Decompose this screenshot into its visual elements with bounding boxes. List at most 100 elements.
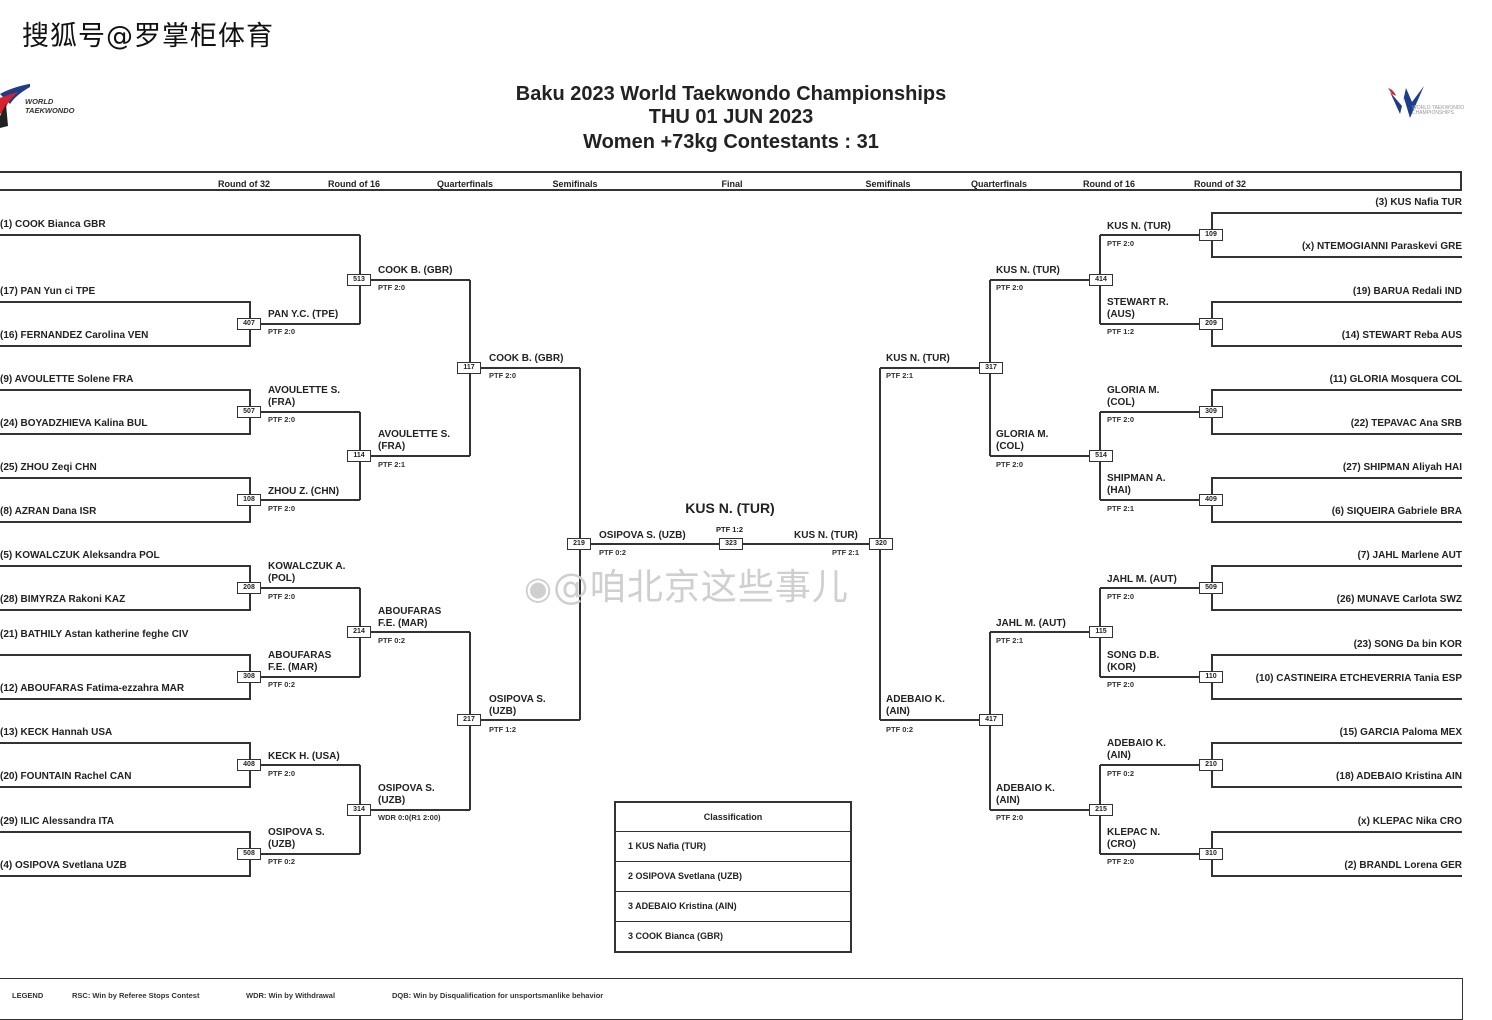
athlete-left: (24) BOYADZHIEVA Kalina BUL [0, 418, 148, 429]
athlete-right: (18) ADEBAIO Kristina AIN [1336, 771, 1462, 782]
match-number: 108 [237, 494, 261, 506]
athlete-left: (29) ILIC Alessandra ITA [0, 816, 114, 827]
match-score: PTF 2:0 [268, 415, 296, 424]
match-score: PTF 2:0 [268, 504, 296, 513]
match-number: 514 [1089, 450, 1113, 462]
event-category: Women +73kg Contestants : 31 [583, 131, 879, 153]
match-number: 110 [1199, 671, 1223, 683]
winner-name: KOWALCZUK A. (POL) [268, 561, 346, 584]
round-label: Round of 16 [328, 179, 380, 189]
round-label: Semifinals [865, 179, 911, 189]
legend-box: LEGEND RSC: Win by Referee Stops Contest… [0, 978, 1463, 1020]
finalist-right: KUS N. (TUR) [794, 530, 858, 541]
match-number: 219 [567, 538, 591, 550]
legend-item: RSC: Win by Referee Stops Contest [72, 991, 200, 1000]
legend-title: LEGEND [12, 991, 44, 1000]
classification-row: 2 OSIPOVA Svetlana (UZB) [616, 862, 850, 892]
winner-name: OSIPOVA S. (UZB) [378, 783, 435, 806]
event-title: Baku 2023 World Taekwondo Championships [515, 83, 947, 105]
weibo-icon: ◉ [524, 569, 553, 607]
match-score: PTF 2:0 [268, 327, 296, 336]
final-score: PTF 1:2 [716, 525, 744, 534]
match-number: 317 [979, 362, 1003, 374]
match-score: PTF 0:2 [378, 636, 406, 645]
match-score: PTF 1:2 [1107, 327, 1135, 336]
match-score: PTF 2:0 [378, 283, 406, 292]
match-score: PTF 2:1 [996, 636, 1024, 645]
match-number: 109 [1199, 229, 1223, 241]
athlete-right: (15) GARCIA Paloma MEX [1339, 727, 1462, 738]
match-number: 308 [237, 671, 261, 683]
match-number: 309 [1199, 406, 1223, 418]
match-score: PTF 2:0 [1107, 857, 1135, 866]
athlete-right: (22) TEPAVAC Ana SRB [1350, 418, 1462, 429]
match-number: 115 [1089, 626, 1113, 638]
match-number: 310 [1199, 848, 1223, 860]
match-score: PTF 2:1 [1107, 504, 1135, 513]
winner-name: COOK B. (GBR) [378, 265, 453, 276]
athlete-right: (x) KLEPAC Nika CRO [1357, 816, 1462, 827]
winner-name: OSIPOVA S. (UZB) [489, 694, 546, 717]
winner-name: JAHL M. (AUT) [1107, 574, 1177, 585]
athlete-left: (8) AZRAN Dana ISR [0, 506, 97, 517]
athlete-left: (25) ZHOU Zeqi CHN [0, 462, 97, 473]
winner-name: ADEBAIO K. (AIN) [996, 783, 1055, 806]
winner-name: JAHL M. (AUT) [996, 618, 1066, 629]
winner-name: ADEBAIO K. (AIN) [886, 694, 945, 717]
finalist-left: OSIPOVA S. (UZB) [599, 530, 686, 541]
legend-item: DQB: Win by Disqualification for unsport… [392, 991, 604, 1000]
winner-name: SHIPMAN A. (HAI) [1107, 473, 1166, 496]
round-label: Round of 16 [1083, 179, 1135, 189]
watermark-middle-text: @咱北京这些事儿 [552, 567, 849, 608]
winner-name: ZHOU Z. (CHN) [268, 486, 340, 497]
logo-swoosh-icon [0, 83, 30, 128]
athlete-left: (5) KOWALCZUK Aleksandra POL [0, 550, 160, 561]
round-label: Quarterfinals [436, 179, 494, 189]
match-score: PTF 2:1 [886, 371, 914, 380]
winner-name: ABOUFARAS F.E. (MAR) [268, 650, 332, 673]
match-score: PTF 2:0 [1107, 592, 1135, 601]
winner-name: ADEBAIO K. (AIN) [1107, 738, 1166, 761]
athlete-left: (21) BATHILY Astan katherine feghe CIV [0, 629, 189, 640]
match-score: PTF 2:0 [996, 813, 1024, 822]
athlete-left: (4) OSIPOVA Svetlana UZB [0, 860, 127, 871]
watermark-top: 搜狐号@罗掌柜体育 [22, 21, 274, 52]
classification-title: Classification [616, 803, 850, 832]
match-score: PTF 2:0 [996, 460, 1024, 469]
winner-name: AVOULETTE S. (FRA) [268, 385, 341, 408]
match-score: PTF 0:2 [886, 725, 914, 734]
final-match-number: 323 [719, 538, 743, 550]
match-number: 215 [1089, 804, 1113, 816]
round-label: Round of 32 [1194, 179, 1246, 189]
athlete-right: (14) STEWART Reba AUS [1341, 330, 1462, 341]
athlete-left: (12) ABOUFARAS Fatima-ezzahra MAR [0, 683, 185, 694]
match-number: 208 [237, 582, 261, 594]
match-number: 408 [237, 759, 261, 771]
watermark-middle: ◉@咱北京这些事儿 [524, 558, 849, 610]
championship-logo: WORLD TAEKWONDO CHAMPIONSHIPS [1388, 84, 1474, 128]
classification-table: Classification 1 KUS Nafia (TUR) 2 OSIPO… [614, 801, 852, 953]
match-score: PTF 0:2 [268, 680, 296, 689]
winner-name: STEWART R. (AUS) [1107, 297, 1169, 320]
round-label: Round of 32 [218, 179, 270, 189]
match-number: 407 [237, 318, 261, 330]
athlete-left: (13) KECK Hannah USA [0, 727, 113, 738]
athlete-left: (1) COOK Bianca GBR [0, 219, 106, 230]
match-score: PTF 0:2 [1107, 769, 1135, 778]
match-number: 114 [347, 450, 371, 462]
logo-right-text: WORLD TAEKWONDO CHAMPIONSHIPS [1412, 105, 1465, 116]
athlete-left: (20) FOUNTAIN Rachel CAN [0, 771, 132, 782]
match-score: PTF 2:0 [268, 592, 296, 601]
match-number: 320 [869, 538, 893, 550]
match-number: 314 [347, 804, 371, 816]
athlete-right: (19) BARUA Redali IND [1352, 286, 1462, 297]
winner-name: AVOULETTE S. (FRA) [378, 429, 451, 452]
athlete-right: (7) JAHL Marlene AUT [1357, 550, 1462, 561]
champion-name: KUS N. (TUR) [685, 500, 775, 516]
winner-name: OSIPOVA S. (UZB) [268, 827, 325, 850]
athlete-right: (23) SONG Da bin KOR [1353, 639, 1462, 650]
match-score: PTF 2:0 [268, 769, 296, 778]
logo-left-text: WORLD TAEKWONDO [25, 97, 75, 115]
athlete-right: (27) SHIPMAN Aliyah HAI [1342, 462, 1462, 473]
